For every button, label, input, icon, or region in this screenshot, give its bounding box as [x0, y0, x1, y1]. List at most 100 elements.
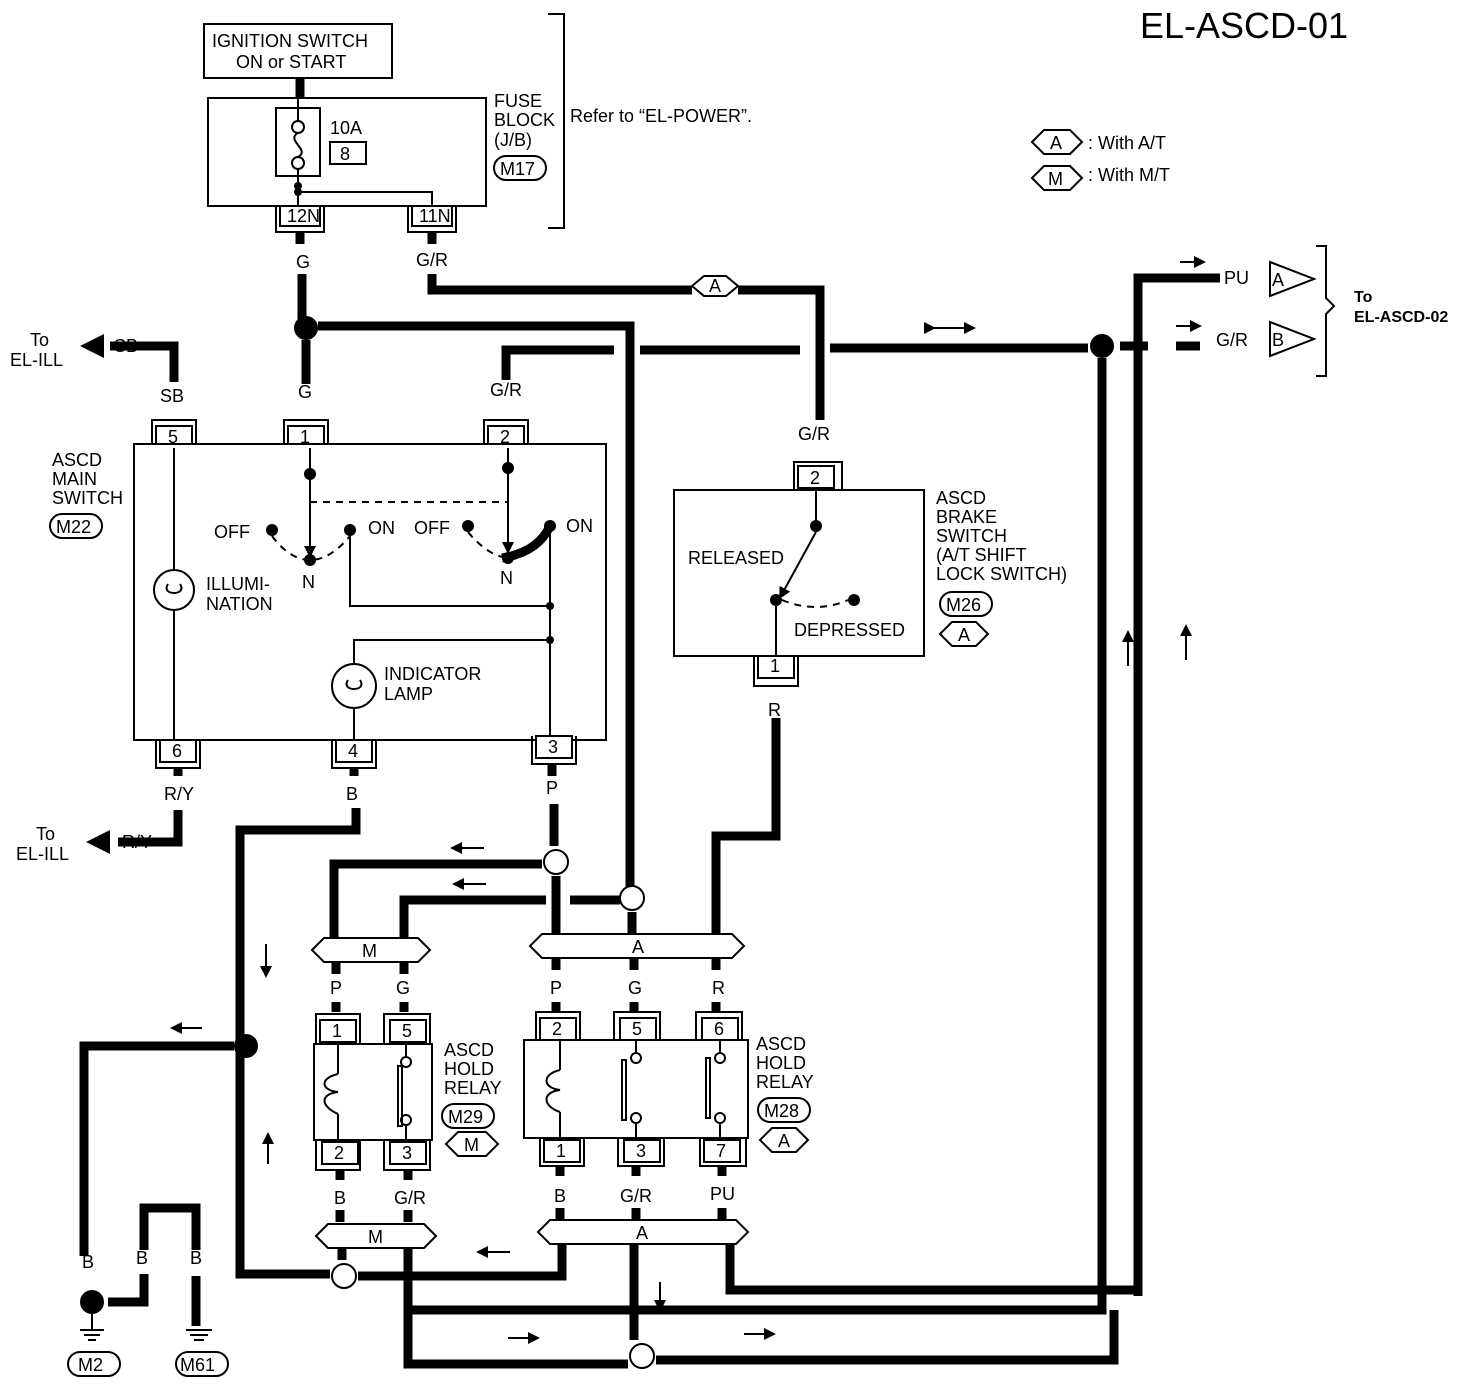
- illumination-label1: ILLUMI-: [206, 574, 270, 594]
- splice-a-lower: [536, 1219, 750, 1245]
- wire-label-b-m28: B: [554, 1186, 566, 1206]
- fuse-block-refer: Refer to “EL-POWER”.: [570, 106, 752, 126]
- to-ill-1-to: To: [30, 330, 49, 350]
- brake-l2: BRAKE: [936, 507, 997, 527]
- switch2-n: N: [500, 568, 513, 588]
- indicator-label2: LAMP: [384, 684, 433, 704]
- splice-a-lower-label: A: [636, 1223, 648, 1243]
- splice-lower: B G/R B G/R PU M A: [314, 1166, 1138, 1369]
- brake-l5: LOCK SWITCH): [936, 564, 1067, 584]
- connector-a-out-label: A: [1272, 270, 1284, 290]
- splice-a-upper-label: A: [632, 937, 644, 957]
- wire-label-p-sw: P: [546, 778, 558, 798]
- splice-upper: M A P G P G R: [310, 933, 746, 1012]
- wire-label-gr-brake: G/R: [798, 424, 830, 444]
- m29-l3: RELAY: [444, 1078, 502, 1098]
- to-ascd02: PU A G/R B To EL-ASCD-02: [1122, 245, 1448, 1296]
- wire-label-gr-m29: G/R: [394, 1188, 426, 1208]
- m28-l3: RELAY: [756, 1072, 814, 1092]
- wire-label-r-brake: R: [768, 700, 781, 720]
- to-ascd02-dest: EL-ASCD-02: [1354, 309, 1448, 326]
- m29-l2: HOLD: [444, 1059, 494, 1079]
- brake-variant: A: [958, 625, 970, 645]
- wire-label-p-m28: P: [550, 978, 562, 998]
- brake-l4: (A/T SHIFT: [936, 545, 1027, 565]
- wire-label-g-m28: G: [628, 978, 642, 998]
- switch2-on: ON: [566, 516, 593, 536]
- brake-l3: SWITCH: [936, 526, 1007, 546]
- fuse-block: 10A 8 FUSE BLOCK (J/B) M17 Refer to “EL-…: [207, 13, 752, 233]
- main-switch-pin-4: 4: [348, 741, 358, 761]
- splice-m-lower-label: M: [368, 1227, 383, 1247]
- main-switch-pin-3: 3: [548, 737, 558, 757]
- illumination-label2: NATION: [206, 594, 273, 614]
- main-switch-pin-1: 1: [300, 427, 310, 447]
- brake-l1: ASCD: [936, 488, 986, 508]
- main-switch-connector: M22: [56, 517, 91, 537]
- switch1-off: OFF: [214, 522, 250, 542]
- ignition-line1: IGNITION SWITCH: [212, 31, 368, 51]
- wire-label-r-m28: R: [712, 978, 725, 998]
- to-ill-2-to: To: [36, 824, 55, 844]
- fuse-block-label3: (J/B): [494, 130, 532, 150]
- main-switch: ASCD MAIN SWITCH M22 5 1 2 ILLUMI- NATIO…: [49, 419, 607, 769]
- relay-m28: 2 5 6 1 3 7 ASCD HOLD RELAY M28 A: [523, 1011, 814, 1167]
- splice-a-top-label: A: [709, 276, 721, 296]
- wire-label-b-sw: B: [346, 784, 358, 804]
- wire-label-gr-top: G/R: [416, 250, 448, 270]
- m29-variant: M: [464, 1135, 479, 1155]
- splice-m-upper-label: M: [362, 941, 377, 961]
- brake-depressed: DEPRESSED: [794, 620, 905, 640]
- fuse-block-label1: FUSE: [494, 91, 542, 111]
- m28-l1: ASCD: [756, 1034, 806, 1054]
- m29-pin-5: 5: [402, 1021, 412, 1041]
- to-ill-top: SB SB To EL-ILL: [10, 330, 184, 406]
- relay-m29: 1 5 2 3 ASCD HOLD RELAY M29 M: [313, 1013, 502, 1171]
- m28-variant: A: [778, 1131, 790, 1151]
- m29-connector: M29: [448, 1107, 483, 1127]
- brake-switch: 2 RELEASED DEPRESSED 1 R ASCD BRAKE SWIT…: [673, 461, 1067, 720]
- diagram-title: EL-ASCD-01: [1140, 5, 1348, 46]
- wire-label-p-m29: P: [330, 978, 342, 998]
- m28-pin-3: 3: [636, 1141, 646, 1161]
- ground-m2: M2: [78, 1355, 103, 1375]
- wire-label-g-m29: G: [396, 978, 410, 998]
- main-switch-pin-5: 5: [168, 427, 178, 447]
- m28-pin-1: 1: [556, 1141, 566, 1161]
- wire-label-gr-m28: G/R: [620, 1186, 652, 1206]
- wire-label-ry-out: R/Y: [122, 832, 152, 852]
- to-ill-2-dest: EL-ILL: [16, 844, 69, 864]
- fuse-block-label2: BLOCK: [494, 110, 555, 130]
- wire-label-pu-m28: PU: [710, 1184, 735, 1204]
- m28-l2: HOLD: [756, 1053, 806, 1073]
- wire-label-gr-out: G/R: [1216, 330, 1248, 350]
- splice-m-lower: [314, 1223, 438, 1249]
- brake-pin-1: 1: [770, 656, 780, 676]
- top-wiring: G G G/R A G/R G/R: [294, 232, 1200, 1315]
- legend-m-symbol: [1030, 165, 1084, 191]
- to-ascd02-to: To: [1354, 289, 1373, 306]
- connector-b-out-label: B: [1272, 330, 1284, 350]
- m29-pin-2: 2: [334, 1143, 344, 1163]
- ground-m61: M61: [180, 1355, 215, 1375]
- splice-m-upper: [310, 937, 432, 963]
- main-switch-l3: SWITCH: [52, 488, 123, 508]
- indicator-label1: INDICATOR: [384, 664, 481, 684]
- legend-m-letter: M: [1048, 169, 1063, 189]
- m28-pin-5: 5: [632, 1019, 642, 1039]
- fuse-rating: 10A: [330, 118, 362, 138]
- switch1-n: N: [302, 572, 315, 592]
- connector-b-out: [1269, 320, 1317, 358]
- lower-wiring: B P: [79, 718, 781, 1279]
- fuse-terminal-11n: 11N: [419, 206, 451, 226]
- wire-label-sb-out: SB: [114, 336, 138, 356]
- main-switch-l2: MAIN: [52, 469, 97, 489]
- legend-a-text: : With A/T: [1088, 133, 1166, 153]
- m29-pin-3: 3: [402, 1143, 412, 1163]
- m28-pin-7: 7: [716, 1141, 726, 1161]
- m28-connector: M28: [764, 1101, 799, 1121]
- splice-a-upper: [528, 933, 746, 959]
- to-ill-1-dest: EL-ILL: [10, 350, 63, 370]
